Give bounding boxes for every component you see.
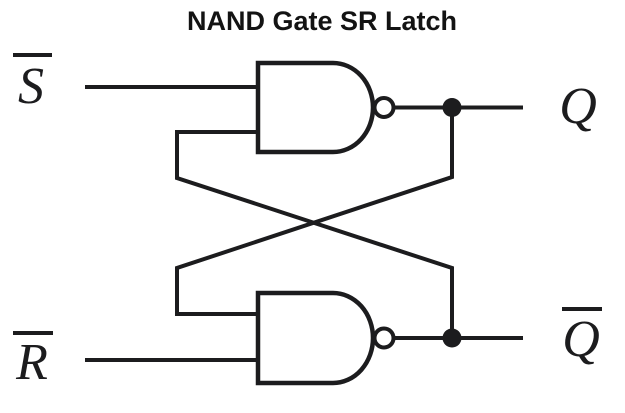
junction-dot-q <box>442 98 462 117</box>
wire-feedback-qbar-to-top-gate <box>175 130 454 338</box>
nand-gate-bottom-body <box>255 290 376 386</box>
diagram-title: NAND Gate SR Latch <box>187 6 457 36</box>
nand-gate-bottom-bubble <box>372 326 396 350</box>
label-q: Q <box>559 78 597 135</box>
label-r-bar: R <box>13 331 53 391</box>
nand-gate-top-bubble <box>372 96 396 119</box>
s-label-text: S <box>18 58 44 115</box>
r-label-text: R <box>15 334 48 391</box>
junction-dot-qbar <box>442 328 462 348</box>
q-label-text: Q <box>559 78 597 135</box>
nand-gate-top-body <box>255 60 376 155</box>
label-q-bar: Q <box>562 307 602 368</box>
label-s-bar: S <box>13 53 52 115</box>
qbar-label-text: Q <box>562 311 600 368</box>
wire-feedback-q-to-bottom-gate <box>175 107 454 316</box>
